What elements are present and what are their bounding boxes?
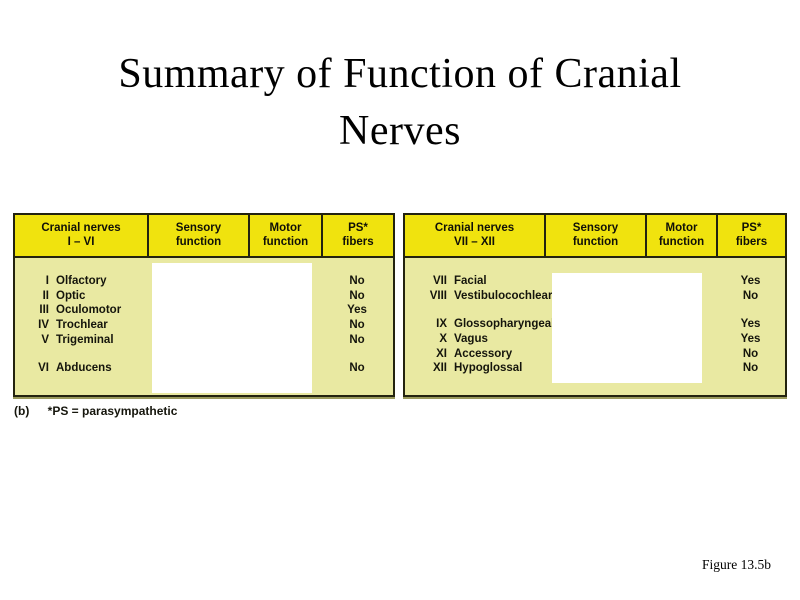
panel-letter: (b) <box>14 404 30 418</box>
table-row: V Trigeminal No <box>15 332 393 347</box>
nerve-name: Trochlear <box>56 319 108 332</box>
header-sensory-function: Sensory function <box>147 215 248 256</box>
nerve-name: Glossopharyngeal <box>454 318 555 331</box>
nerve-name: Accessory <box>454 347 513 360</box>
header-sensory-function: Sensory function <box>544 215 645 256</box>
table-row: IX Glossopharyngeal Yes <box>405 317 785 332</box>
nerve-numeral: XI <box>436 347 447 360</box>
nerve-name: Vestibulocochlear <box>454 289 553 302</box>
table-row: X Vagus Yes <box>405 332 785 347</box>
panel-caption: (b) *PS = parasympathetic <box>14 404 177 418</box>
ps-fibers-value: No <box>349 333 365 346</box>
header-cranial-nerves: Cranial nerves I – VI <box>41 222 121 248</box>
table-row: XII Hypoglossal No <box>405 361 785 376</box>
nerve-name: Optic <box>56 289 86 302</box>
title-line-2: Nerves <box>339 108 461 154</box>
ps-fibers-value: No <box>349 289 365 302</box>
ps-fibers-value: No <box>742 347 759 360</box>
nerve-numeral: III <box>39 304 49 317</box>
ps-fibers-value: Yes <box>347 304 367 317</box>
title-line-1: Summary of Function of Cranial <box>118 51 682 97</box>
nerve-name: Oculomotor <box>56 304 122 317</box>
ps-fibers-value: No <box>349 319 365 332</box>
cranial-nerves-table-1-to-6: Cranial nerves I – VI Sensory function M… <box>13 213 395 397</box>
header-ps-fibers: PS* fibers <box>321 215 393 256</box>
nerve-name: Olfactory <box>56 275 107 288</box>
nerve-numeral: IX <box>436 318 447 331</box>
nerve-name: Facial <box>454 275 487 288</box>
figure-number-label: Figure 13.5b <box>702 557 771 572</box>
ps-fibers-value: Yes <box>740 318 761 331</box>
nerve-numeral: XII <box>432 362 447 375</box>
nerve-numeral: I <box>45 275 49 288</box>
slide-title: Summary of Function of Cranial Nerves <box>0 46 800 160</box>
ps-fibers-value: Yes <box>740 275 761 288</box>
table-header-row: Cranial nerves I – VI Sensory function M… <box>15 215 393 258</box>
header-cranial-nerves: Cranial nerves VII – XII <box>434 222 515 248</box>
ps-fibers-value: No <box>349 362 365 375</box>
ps-fibers-value: Yes <box>740 333 761 346</box>
nerve-name: Abducens <box>56 362 112 375</box>
table-row: XI Accessory No <box>405 346 785 361</box>
nerve-numeral: VIII <box>429 289 447 302</box>
table-row: VII Facial Yes <box>405 274 785 289</box>
nerve-numeral: VII <box>432 275 447 288</box>
table-row: IV Trochlear No <box>15 318 393 333</box>
table-body: VII Facial Yes VIII Vestibulocochlear No… <box>405 258 785 376</box>
ps-footnote: *PS = parasympathetic <box>47 404 178 418</box>
nerve-numeral: II <box>42 289 49 302</box>
header-ps-fibers: PS* fibers <box>716 215 785 256</box>
nerve-name: Hypoglossal <box>454 362 523 375</box>
header-motor-function: Motor function <box>248 215 321 256</box>
header-motor-function: Motor function <box>645 215 716 256</box>
table-row: VIII Vestibulocochlear No <box>405 289 785 304</box>
nerve-name: Trigeminal <box>56 333 114 346</box>
table-row: VI Abducens No <box>15 361 393 376</box>
blank-answer-overlay <box>552 273 702 383</box>
ps-fibers-value: No <box>349 275 365 288</box>
table-header-row: Cranial nerves VII – XII Sensory functio… <box>405 215 785 258</box>
table-row: III Oculomotor Yes <box>15 303 393 318</box>
nerve-numeral: V <box>41 333 49 346</box>
blank-answer-overlay <box>152 263 312 393</box>
nerve-numeral: X <box>439 333 447 346</box>
table-row: II Optic No <box>15 289 393 304</box>
nerve-name: Vagus <box>454 333 488 346</box>
nerve-numeral: IV <box>38 319 49 332</box>
table-row: I Olfactory No <box>15 274 393 289</box>
ps-fibers-value: No <box>742 289 759 302</box>
ps-fibers-value: No <box>742 362 759 375</box>
cranial-nerves-table-7-to-12: Cranial nerves VII – XII Sensory functio… <box>403 213 787 397</box>
nerve-numeral: VI <box>38 362 49 375</box>
table-body: I Olfactory No II Optic No III Oculomoto… <box>15 258 393 376</box>
